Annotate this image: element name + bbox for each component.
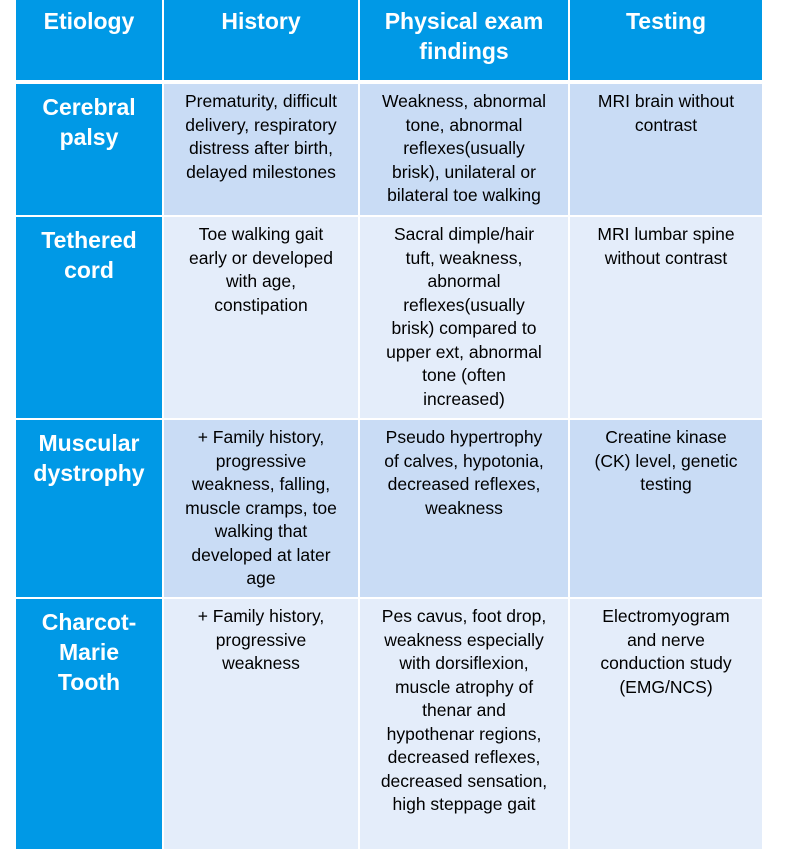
header-etiology: Etiology bbox=[16, 0, 164, 84]
row-muscular-dystrophy-testing: Creatine kinase (CK) level, genetic test… bbox=[570, 420, 762, 599]
row-tethered-cord-exam: Sacral dimple/hair tuft, weakness, abnor… bbox=[360, 217, 570, 420]
row-cerebral-palsy-history: Prematurity, difficult delivery, respira… bbox=[164, 84, 360, 217]
row-charcot-marie-tooth-testing: Electromyogram and nerve conduction stud… bbox=[570, 599, 762, 851]
row-tethered-cord-history: Toe walking gait early or developed with… bbox=[164, 217, 360, 420]
row-muscular-dystrophy-etiology: Muscular dystrophy bbox=[16, 420, 164, 599]
header-testing: Testing bbox=[570, 0, 762, 84]
row-tethered-cord-testing: MRI lumbar spine without contrast bbox=[570, 217, 762, 420]
row-cerebral-palsy-etiology: Cerebral palsy bbox=[16, 84, 164, 217]
header-history: History bbox=[164, 0, 360, 84]
row-muscular-dystrophy-history: + Family history, progressive weakness, … bbox=[164, 420, 360, 599]
row-charcot-marie-tooth-history: + Family history, progressive weakness bbox=[164, 599, 360, 851]
row-tethered-cord-etiology: Tethered cord bbox=[16, 217, 164, 420]
row-charcot-marie-tooth-etiology: Charcot- Marie Tooth bbox=[16, 599, 164, 851]
row-charcot-marie-tooth-exam: Pes cavus, foot drop, weakness especiall… bbox=[360, 599, 570, 851]
row-cerebral-palsy-testing: MRI brain without contrast bbox=[570, 84, 762, 217]
row-cerebral-palsy-exam: Weakness, abnormal tone, abnormal reflex… bbox=[360, 84, 570, 217]
row-muscular-dystrophy-exam: Pseudo hypertrophy of calves, hypotonia,… bbox=[360, 420, 570, 599]
header-physical-exam-findings: Physical exam findings bbox=[360, 0, 570, 84]
etiology-table: Etiology History Physical exam findings … bbox=[16, 0, 762, 851]
